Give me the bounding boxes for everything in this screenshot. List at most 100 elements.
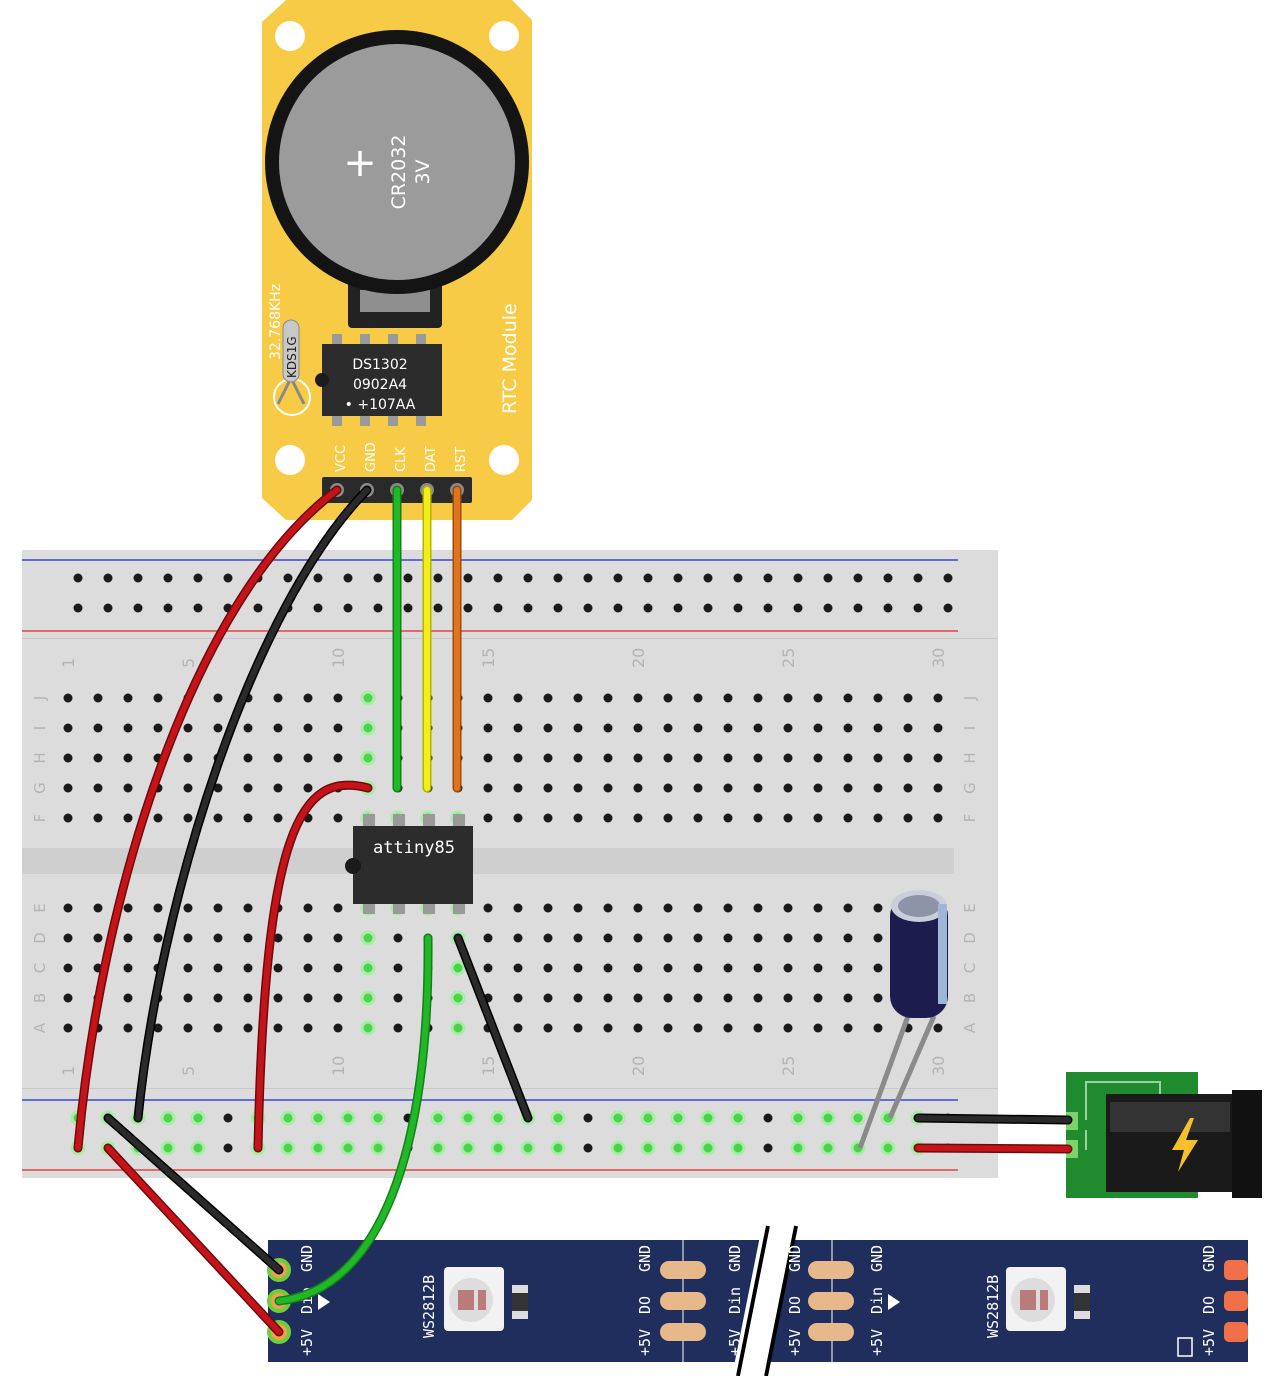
breadboard-hole[interactable] [783, 1023, 793, 1033]
breadboard-hole[interactable] [303, 903, 313, 913]
breadboard-hole[interactable] [310, 1110, 326, 1126]
breadboard-hole[interactable] [783, 963, 793, 973]
breadboard-hole[interactable] [603, 933, 613, 943]
breadboard-hole[interactable] [243, 813, 253, 823]
breadboard-hole[interactable] [723, 693, 733, 703]
breadboard-hole[interactable] [583, 1113, 593, 1123]
breadboard-hole[interactable] [873, 1023, 883, 1033]
breadboard-hole[interactable] [223, 573, 233, 583]
breadboard-hole[interactable] [243, 963, 253, 973]
breadboard-hole[interactable] [160, 1110, 176, 1126]
breadboard-hole[interactable] [903, 813, 913, 823]
breadboard-hole[interactable] [723, 753, 733, 763]
breadboard-hole[interactable] [273, 933, 283, 943]
breadboard-hole[interactable] [693, 783, 703, 793]
breadboard-hole[interactable] [483, 723, 493, 733]
breadboard-hole[interactable] [753, 903, 763, 913]
breadboard-hole[interactable] [153, 933, 163, 943]
breadboard-hole[interactable] [663, 783, 673, 793]
breadboard-hole[interactable] [243, 723, 253, 733]
breadboard-hole[interactable] [573, 933, 583, 943]
breadboard-hole[interactable] [693, 903, 703, 913]
breadboard-hole[interactable] [103, 603, 113, 613]
breadboard-hole[interactable] [450, 1020, 466, 1036]
breadboard-hole[interactable] [213, 993, 223, 1003]
breadboard-hole[interactable] [93, 693, 103, 703]
breadboard-hole[interactable] [813, 693, 823, 703]
breadboard-hole[interactable] [393, 963, 403, 973]
breadboard-hole[interactable] [843, 993, 853, 1003]
breadboard-hole[interactable] [153, 693, 163, 703]
breadboard-hole[interactable] [163, 603, 173, 613]
breadboard-hole[interactable] [513, 693, 523, 703]
breadboard-hole[interactable] [333, 1023, 343, 1033]
breadboard-hole[interactable] [633, 903, 643, 913]
breadboard-hole[interactable] [213, 813, 223, 823]
breadboard-hole[interactable] [493, 573, 503, 583]
breadboard-hole[interactable] [583, 603, 593, 613]
breadboard-hole[interactable] [450, 990, 466, 1006]
breadboard-hole[interactable] [430, 1140, 446, 1156]
breadboard-hole[interactable] [93, 903, 103, 913]
breadboard-hole[interactable] [123, 813, 133, 823]
breadboard-hole[interactable] [280, 1110, 296, 1126]
breadboard-hole[interactable] [543, 813, 553, 823]
breadboard-hole[interactable] [223, 1143, 233, 1153]
breadboard-hole[interactable] [213, 693, 223, 703]
breadboard-hole[interactable] [360, 1020, 376, 1036]
breadboard-hole[interactable] [663, 723, 673, 733]
breadboard-hole[interactable] [433, 603, 443, 613]
breadboard-hole[interactable] [183, 1023, 193, 1033]
breadboard-hole[interactable] [303, 693, 313, 703]
breadboard-hole[interactable] [693, 1023, 703, 1033]
breadboard-hole[interactable] [730, 1110, 746, 1126]
breadboard-hole[interactable] [820, 1140, 836, 1156]
breadboard-hole[interactable] [583, 1143, 593, 1153]
breadboard-hole[interactable] [933, 813, 943, 823]
breadboard-hole[interactable] [663, 993, 673, 1003]
breadboard-hole[interactable] [640, 1140, 656, 1156]
breadboard-hole[interactable] [873, 813, 883, 823]
breadboard-hole[interactable] [163, 573, 173, 583]
breadboard-hole[interactable] [513, 933, 523, 943]
breadboard-hole[interactable] [573, 753, 583, 763]
breadboard-hole[interactable] [63, 813, 73, 823]
breadboard-hole[interactable] [813, 963, 823, 973]
breadboard-hole[interactable] [633, 993, 643, 1003]
breadboard-hole[interactable] [273, 783, 283, 793]
breadboard-hole[interactable] [333, 693, 343, 703]
breadboard-hole[interactable] [700, 1140, 716, 1156]
breadboard-hole[interactable] [183, 993, 193, 1003]
breadboard-hole[interactable] [123, 933, 133, 943]
breadboard-hole[interactable] [823, 573, 833, 583]
breadboard-hole[interactable] [663, 963, 673, 973]
breadboard-hole[interactable] [753, 783, 763, 793]
breadboard-hole[interactable] [723, 963, 733, 973]
breadboard-hole[interactable] [873, 783, 883, 793]
breadboard-hole[interactable] [63, 753, 73, 763]
breadboard-hole[interactable] [753, 933, 763, 943]
breadboard-hole[interactable] [303, 783, 313, 793]
breadboard-hole[interactable] [813, 783, 823, 793]
breadboard-hole[interactable] [670, 1140, 686, 1156]
breadboard-hole[interactable] [933, 723, 943, 733]
breadboard-hole[interactable] [783, 753, 793, 763]
breadboard-hole[interactable] [360, 720, 376, 736]
breadboard-hole[interactable] [183, 903, 193, 913]
breadboard-hole[interactable] [160, 1140, 176, 1156]
breadboard-hole[interactable] [693, 693, 703, 703]
breadboard-hole[interactable] [243, 933, 253, 943]
breadboard-hole[interactable] [433, 573, 443, 583]
breadboard-hole[interactable] [513, 1023, 523, 1033]
breadboard-hole[interactable] [513, 723, 523, 733]
breadboard-hole[interactable] [333, 723, 343, 733]
breadboard-hole[interactable] [573, 723, 583, 733]
breadboard-hole[interactable] [303, 963, 313, 973]
breadboard-hole[interactable] [393, 933, 403, 943]
breadboard-hole[interactable] [703, 573, 713, 583]
breadboard-hole[interactable] [843, 783, 853, 793]
breadboard-hole[interactable] [490, 1140, 506, 1156]
breadboard-hole[interactable] [273, 1023, 283, 1033]
breadboard-hole[interactable] [273, 753, 283, 763]
breadboard-hole[interactable] [663, 753, 673, 763]
